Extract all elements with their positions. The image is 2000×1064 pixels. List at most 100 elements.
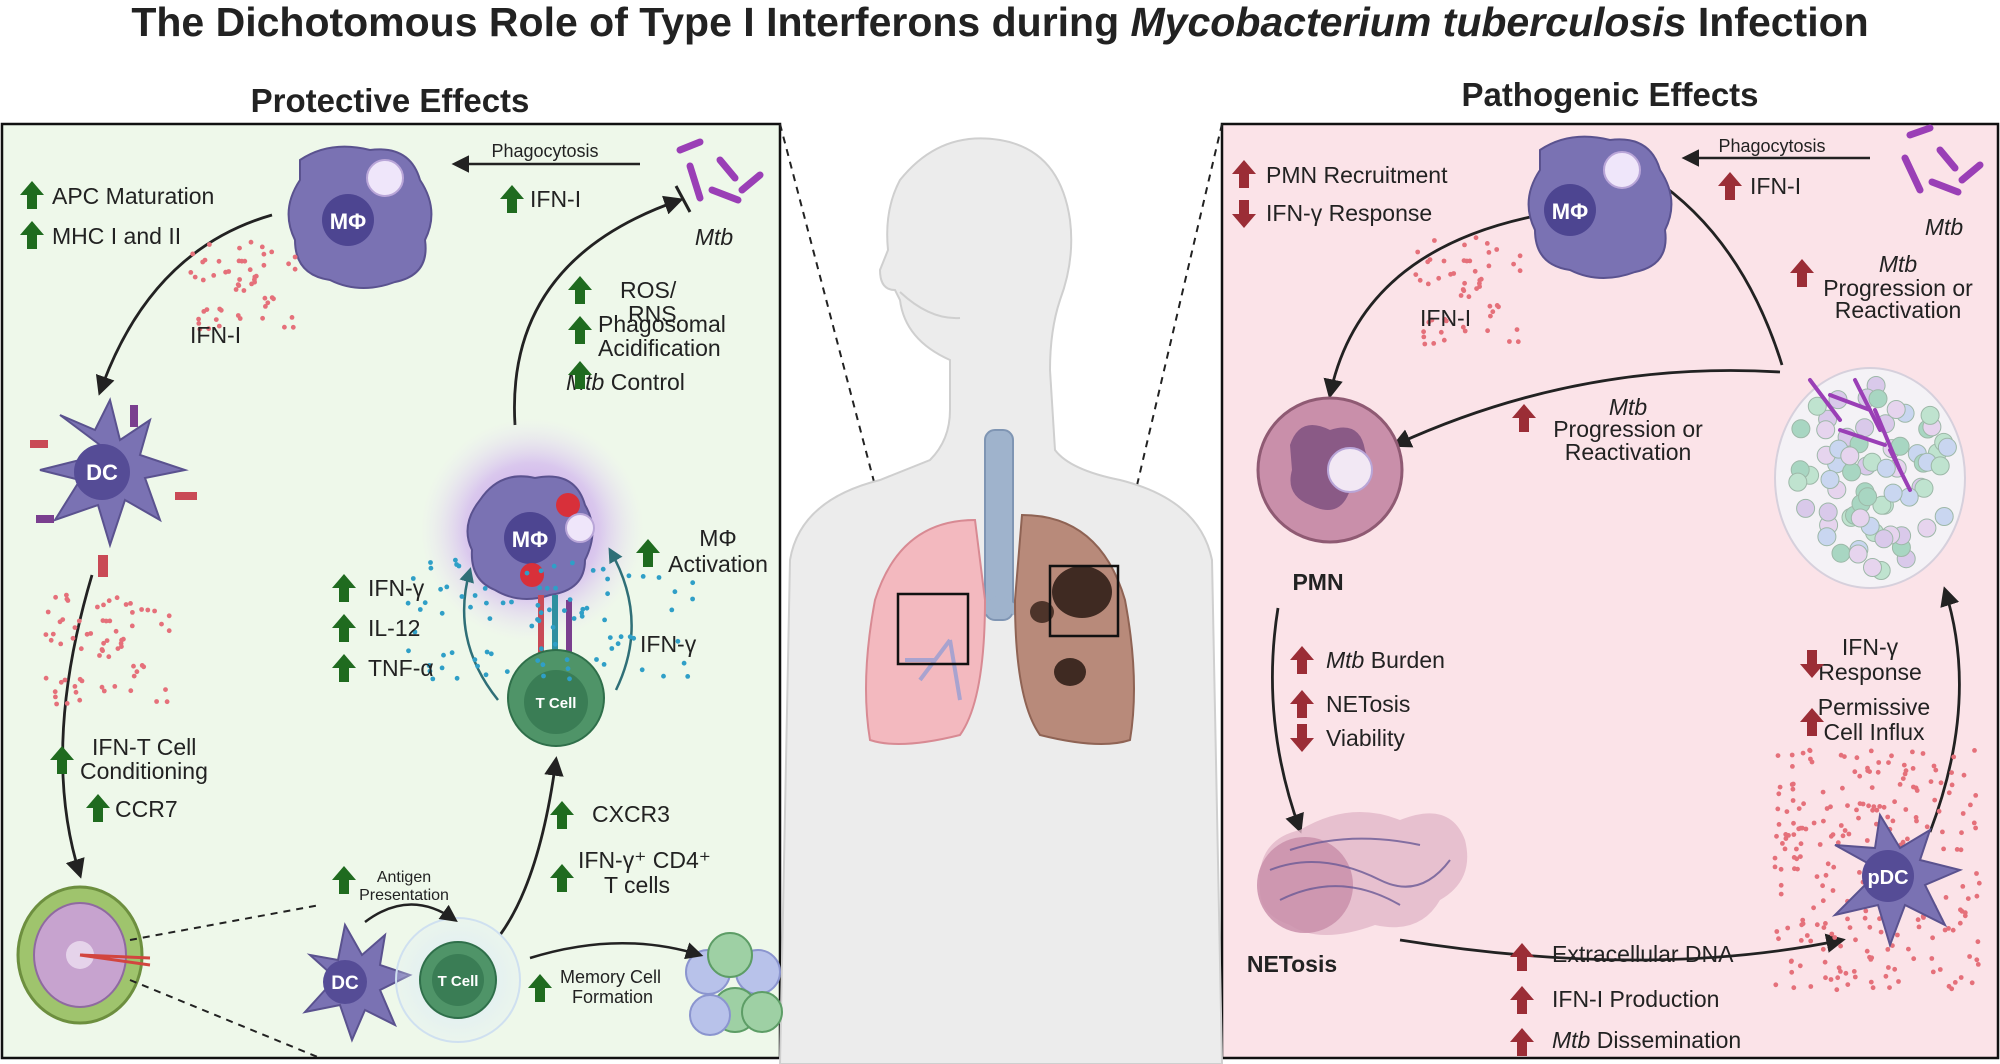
lymph-node: [16, 885, 151, 1025]
rns-label: RNS: [628, 301, 677, 327]
mtb-burden-label: Mtb Burden: [1326, 647, 1445, 673]
ifn-t-cell-label-2: Conditioning: [80, 758, 208, 784]
macrophage-label: MΦ: [330, 209, 366, 234]
down-arrow-icon: [1800, 650, 1824, 678]
figure-title: The Dichotomous Role of Type I Interfero…: [131, 0, 1868, 45]
netosis-mid-label: NETosis: [1326, 691, 1410, 717]
ifng-response-top-label: IFN-γ Response: [1266, 200, 1432, 226]
title-part1: The Dichotomous Role of Type I Interfero…: [131, 0, 1130, 45]
permissive-label-1: Permissive: [1818, 694, 1930, 720]
mtb-prog-italic: Mtb: [1879, 251, 1918, 277]
memory-label-1: Memory Cell: [560, 967, 661, 987]
up-arrow-icon: [1512, 404, 1536, 432]
il12-label: IL-12: [368, 615, 420, 641]
up-arrow-icon: [528, 974, 552, 1002]
up-arrow-icon: [1290, 690, 1314, 718]
up-arrow-icon: [332, 614, 356, 642]
mtb-dissem-italic: Mtb: [1552, 1027, 1591, 1053]
pathogenic-mtb-bacteria: [1901, 124, 1984, 196]
mphi-activation-label-1: MΦ: [699, 525, 737, 551]
prog-label-2: Reactivation: [1835, 297, 1962, 323]
pdc-to-granuloma-arrow: [1928, 586, 1961, 833]
pathogenic-ifn-i-dots: [1413, 235, 1523, 347]
up-arrow-icon: [568, 316, 592, 344]
lymph-node-to-tcell-arrow: [498, 756, 564, 936]
macrophage-to-dc-arrow: [95, 213, 273, 396]
up-arrow-icon: [500, 185, 524, 213]
up-arrow-icon: [568, 276, 592, 304]
mtb-burden-italic: Mtb: [1326, 647, 1365, 673]
up-arrow-icon: [1800, 708, 1824, 736]
pmn-to-netosis-arrow: [1271, 607, 1304, 834]
pdc-label: pDC: [1867, 867, 1908, 889]
pmn-cell: [1256, 396, 1404, 544]
macrophage-cell: MΦ: [287, 145, 433, 290]
activated-macrophage-label: MΦ: [512, 527, 548, 552]
up-arrow-icon: [1290, 646, 1314, 674]
phagosomal-label-1: Phagosomal: [598, 311, 726, 337]
ifng-cd4-label-2: T cells: [604, 872, 670, 898]
tcell-middle: T Cell: [507, 595, 605, 747]
mtb-bacteria: [676, 138, 764, 204]
pathogenic-ifn-i-top-label: IFN-I: [1750, 173, 1801, 199]
pathogenic-heading: Pathogenic Effects: [1461, 76, 1758, 113]
permissive-label-2: Cell Influx: [1824, 719, 1925, 745]
up-arrow-icon: [332, 654, 356, 682]
phagocytosis-label: Phagocytosis: [491, 141, 598, 161]
zoom-box-diseased: [1048, 564, 1120, 638]
up-arrow-icon: [1510, 986, 1534, 1014]
mid-prog-label-2: Reactivation: [1565, 439, 1692, 465]
dendritic-cell: DC: [30, 397, 197, 577]
pmn-label: PMN: [1292, 569, 1343, 595]
ifng-right-label: IFN-γ: [640, 631, 697, 657]
pathogenic-macrophage: MΦ: [1527, 135, 1673, 280]
mid-prog-label-1: Progression or: [1553, 416, 1703, 442]
memory-label-2: Formation: [572, 987, 653, 1007]
mtb-dissem-label: Mtb Dissemination: [1552, 1027, 1741, 1053]
pathogenic-macrophage-label: MΦ: [1552, 199, 1588, 224]
pathogenic-phagocytosis-label: Phagocytosis: [1718, 136, 1825, 156]
ifng-cd4-label-1: IFN-γ⁺ CD4⁺: [578, 847, 711, 873]
up-arrow-icon: [20, 181, 44, 209]
pathogenic-mphi-to-pmn-arrow: [1323, 213, 1541, 399]
pmn-recruitment-label: PMN Recruitment: [1266, 162, 1448, 188]
up-arrow-icon: [568, 361, 592, 389]
ifng-resp-label-2: Response: [1818, 659, 1922, 685]
phagosomal-label-2: Acidification: [598, 335, 721, 361]
netosis-to-pdc-arrow: [1399, 933, 1846, 962]
dc-label: DC: [86, 460, 118, 485]
pdc-ifn-dots: [1772, 747, 1982, 993]
up-arrow-icon: [636, 539, 660, 567]
viability-label: Viability: [1326, 725, 1405, 751]
tnfa-label: TNF-α: [368, 655, 434, 681]
netosis-label: NETosis: [1247, 951, 1337, 977]
activated-macrophage: MΦ: [420, 418, 644, 642]
tcell-bottom-label: T Cell: [438, 973, 479, 990]
title-part2: Infection: [1686, 0, 1868, 45]
ifn-i-dots: [188, 239, 298, 332]
up-arrow-icon: [20, 221, 44, 249]
up-arrow-icon: [86, 794, 110, 822]
mhc-label: MHC I and II: [52, 223, 181, 249]
tcell-bottom: T Cell: [395, 917, 521, 1043]
down-arrow-icon: [1290, 724, 1314, 752]
up-arrow-icon: [1232, 160, 1256, 188]
tcell-middle-label: T Cell: [536, 695, 577, 712]
up-arrow-icon: [1790, 259, 1814, 287]
mtb-label-top: Mtb: [695, 224, 734, 250]
down-arrow-icon: [1232, 200, 1256, 228]
granuloma-to-pmn-arrow: [1391, 369, 1781, 448]
title-italic: Mycobacterium tuberculosis: [1131, 0, 1687, 45]
inhibition-bar: [674, 185, 692, 213]
ifn-gamma-dots: [405, 557, 696, 682]
dendritic-cell-bottom: DC: [302, 922, 413, 1043]
ccr7-label: CCR7: [115, 796, 178, 822]
ifng-label: IFN-γ: [368, 575, 425, 601]
up-arrow-icon: [550, 864, 574, 892]
mid-mtb-italic: Mtb: [1609, 394, 1648, 420]
ifn-i-production-label: IFN-I Production: [1552, 986, 1719, 1012]
mtb-control-arrow: [513, 195, 684, 426]
netosis-cell: [1257, 812, 1468, 935]
